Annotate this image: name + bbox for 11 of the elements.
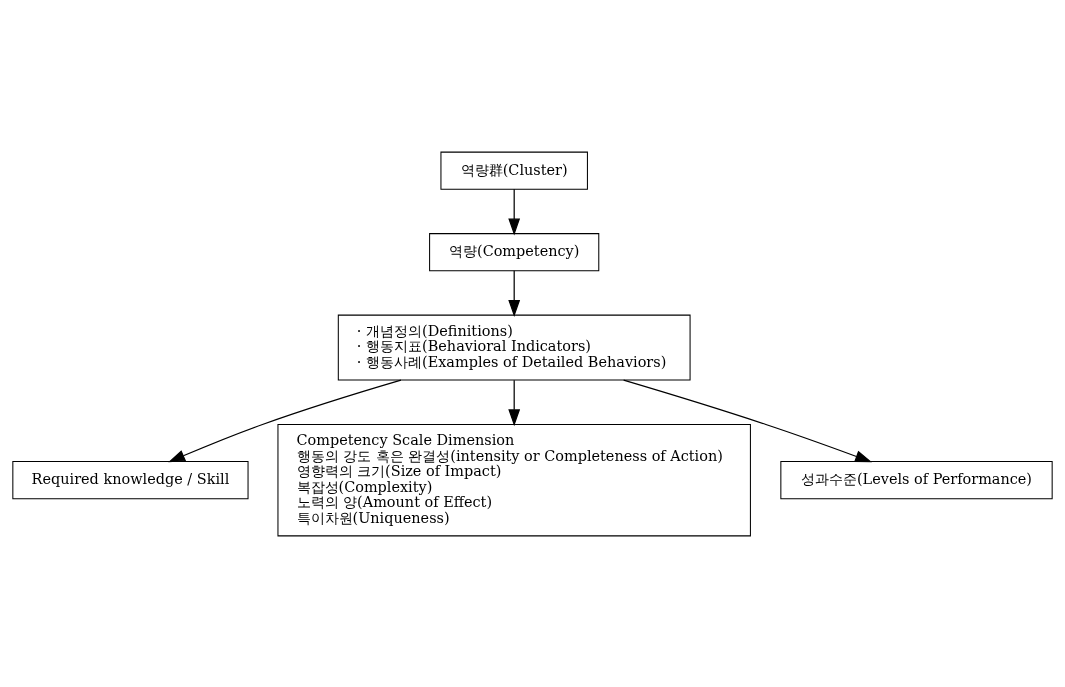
node-box: 역량(Competency) [429,232,600,271]
arrow [508,379,521,426]
node-box: Required knowledge / Skill [12,460,249,499]
node-box: · 개념정의(Definitions) · 행동지표(Behavioral Indicators) · 행동사례(Examples of Detailed Behaviors) [337,314,691,381]
node-box: 성과수준(Levels of Performance) [780,460,1053,499]
node-box: Competency Scale Dimension 행동의 강도 혹은 완결성(intensity or Completeness of Action) 영향력의 크기(Size of Impact) 복잡성(Complexity) 노력의 양(Amount of Effect) 특이차원(Uniqueness) [277,423,751,536]
arrow [623,379,872,462]
arrow [508,269,521,317]
node-box: 역량群(Cluster) [440,151,588,190]
arrow [508,188,521,235]
arrow [168,379,402,462]
